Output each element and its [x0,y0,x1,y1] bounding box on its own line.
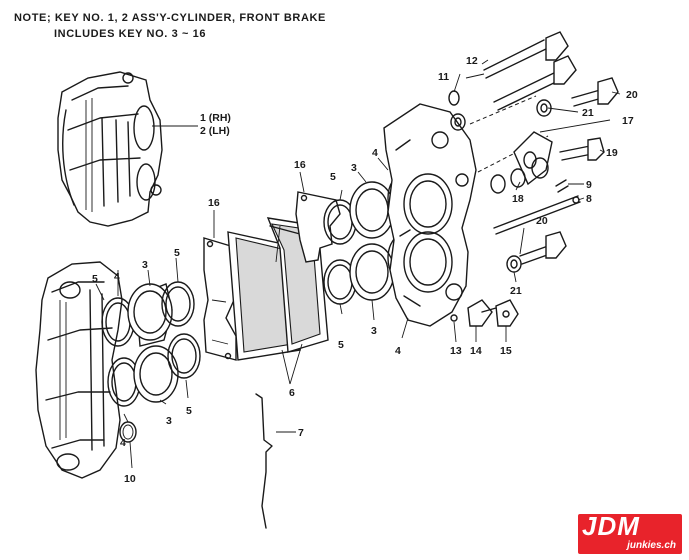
callout-17: 17 [622,115,634,127]
callout-18: 18 [512,193,524,205]
caliper-body-right [383,103,477,327]
note-line-2: INCLUDES KEY NO. 3 ~ 16 [54,28,207,40]
callout-5: 5 [92,273,98,285]
callout-10: 10 [124,473,136,485]
mounting-bolts [448,31,619,273]
pad-retaining-spring [255,393,273,529]
caliper-half-rh [57,71,163,227]
anti-squeal-shim-right [295,191,341,263]
callout-4: 4 [114,271,120,283]
callout-5: 5 [338,339,344,351]
callout-labels: 1 (RH) 2 (LH) 3 3 3 3 4 4 4 4 5 5 5 5 5 … [92,55,638,485]
retaining-pins-and-clips [490,131,605,235]
callout-5: 5 [186,405,192,417]
callout-16: 16 [208,197,220,209]
bleeder-fittings [450,299,519,327]
callout-5: 5 [330,171,336,183]
callout-12: 12 [466,55,478,67]
callout-14: 14 [470,345,482,357]
callout-7: 7 [298,427,304,439]
callout-16: 16 [294,159,306,171]
callout-21: 21 [582,107,594,119]
note-line-1: NOTE; KEY NO. 1, 2 ASS'Y-CYLINDER, FRONT… [14,12,326,24]
callout-6: 6 [289,387,295,399]
logo-sub-text: junkies.ch [627,540,676,551]
leader-lines [95,59,621,469]
callout-1: 1 (RH) [200,112,231,124]
callout-3: 3 [371,325,377,337]
pistons-right [323,173,421,305]
caliper-half-lh [35,261,123,479]
callout-21: 21 [510,285,522,297]
callout-4: 4 [120,437,126,449]
callout-2: 2 (LH) [200,125,230,137]
callout-20: 20 [536,215,548,227]
logo-main-text: JDM [582,511,640,541]
callout-15: 15 [500,345,512,357]
callout-8: 8 [586,193,592,205]
callout-5: 5 [174,247,180,259]
callout-3: 3 [142,259,148,271]
callout-4: 4 [372,147,378,159]
callout-20: 20 [626,89,638,101]
diagram-note: NOTE; KEY NO. 1, 2 ASS'Y-CYLINDER, FRONT… [14,10,326,42]
pistons-left [101,281,201,443]
callout-13: 13 [450,345,462,357]
callout-3: 3 [166,415,172,427]
callout-4: 4 [395,345,401,357]
callout-3: 3 [351,162,357,174]
jdm-junkies-logo: JDM junkies.ch [578,511,682,554]
brake-pads [227,217,329,361]
callout-11: 11 [438,71,449,83]
callout-9: 9 [586,179,592,191]
callout-19: 19 [606,147,618,159]
